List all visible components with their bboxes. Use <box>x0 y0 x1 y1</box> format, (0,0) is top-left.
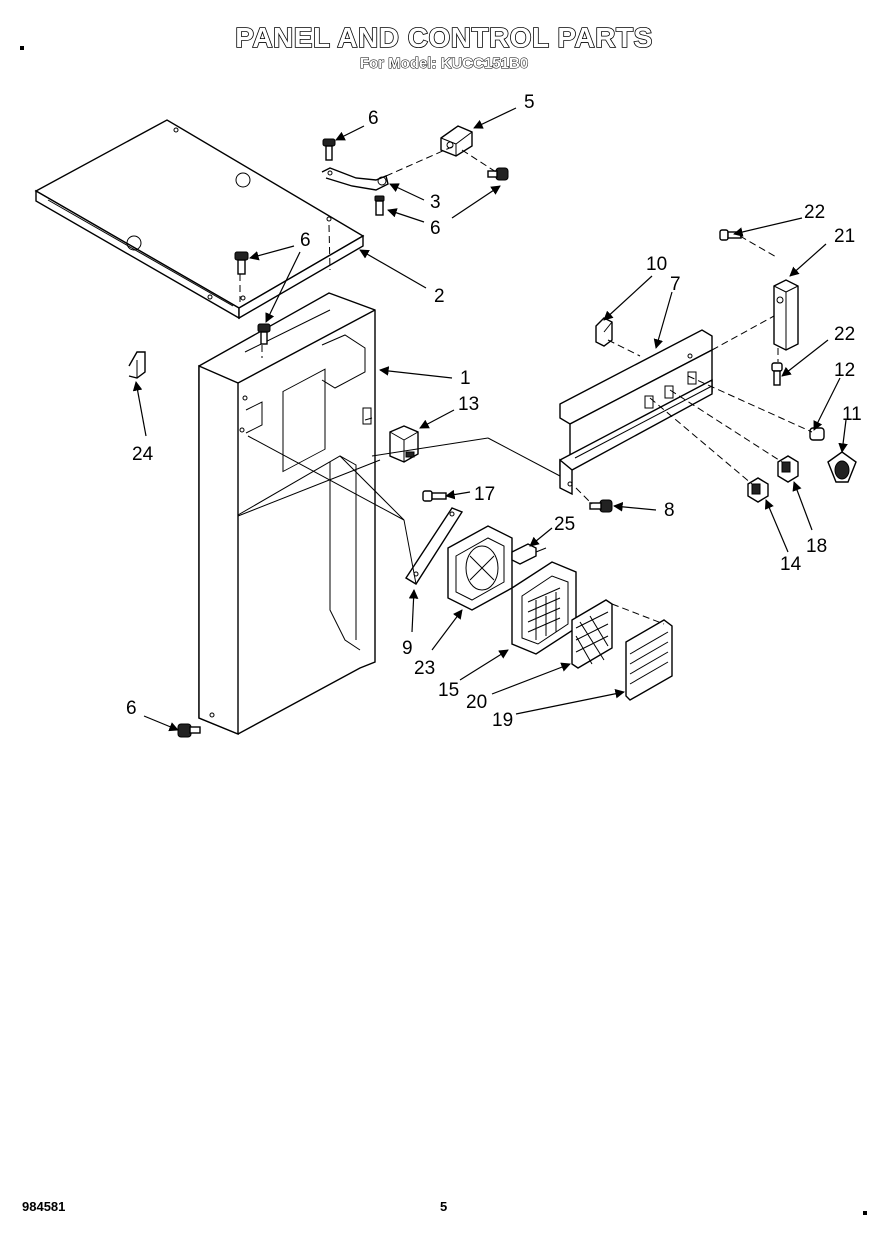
screw-part-22-top <box>719 229 742 241</box>
screw-part-17 <box>422 490 447 502</box>
screw-under-bracket <box>374 195 385 216</box>
callout-9: 9 <box>402 638 413 659</box>
screw-top-panel-left <box>234 251 249 275</box>
part-fan <box>447 525 513 611</box>
callout-19: 19 <box>492 710 513 731</box>
callout-14: 14 <box>780 554 802 575</box>
callout-3: 3 <box>430 192 441 213</box>
part-housing-clip <box>595 317 613 347</box>
screw-frame-bottom <box>177 723 201 738</box>
part-display-housing <box>511 561 577 655</box>
callout-17: 17 <box>474 484 495 505</box>
part-switch <box>389 425 419 463</box>
callout-6: 6 <box>300 230 311 251</box>
page-title: PANEL AND CONTROL PARTS <box>234 21 653 54</box>
callout-15: 15 <box>438 680 459 701</box>
part-top-panel <box>34 119 365 320</box>
part-connector <box>511 543 547 565</box>
screw-right-of-block <box>487 167 509 181</box>
screw-frame-top <box>257 323 271 345</box>
callout-7: 7 <box>670 274 681 295</box>
callout-6: 6 <box>368 108 379 129</box>
callout-11: 11 <box>842 404 862 425</box>
callout-21: 21 <box>834 226 855 247</box>
screw-top <box>322 138 336 161</box>
corner-registration-mark-bottom-right <box>863 1211 867 1215</box>
callout-23: 23 <box>414 658 435 679</box>
part-right-bracket <box>773 279 799 351</box>
part-control-panel-frame <box>198 292 376 736</box>
part-bracket <box>321 167 389 191</box>
callout-22: 22 <box>804 202 825 223</box>
callout-1: 1 <box>460 368 471 389</box>
part-button-14 <box>747 477 769 503</box>
callout-8: 8 <box>664 500 675 521</box>
leader-lines <box>132 107 848 732</box>
screw-part-8 <box>589 499 613 513</box>
callout-22: 22 <box>834 324 855 345</box>
callout-24: 24 <box>132 444 154 465</box>
part-strip <box>405 507 464 585</box>
part-control-housing <box>559 329 713 496</box>
callout-6: 6 <box>126 698 137 719</box>
part-filter <box>571 599 613 669</box>
part-knob-insert <box>809 427 825 441</box>
part-block <box>440 125 473 157</box>
callout-labels: 6 5 3 6 6 2 1 13 24 17 8 25 9 23 15 20 1… <box>126 92 862 731</box>
callout-6: 6 <box>430 218 441 239</box>
corner-registration-mark-top-left <box>20 46 24 50</box>
document-code: 984581 <box>22 1199 66 1214</box>
part-grille <box>625 619 673 701</box>
callout-18: 18 <box>806 536 827 557</box>
page-number: 5 <box>440 1199 448 1214</box>
callout-12: 12 <box>834 360 855 381</box>
alignment-lines <box>237 145 813 625</box>
callout-2: 2 <box>434 286 445 307</box>
callout-13: 13 <box>458 394 479 415</box>
callout-10: 10 <box>646 254 667 275</box>
screw-part-22-bottom <box>771 362 783 386</box>
part-knob <box>827 451 857 483</box>
callout-5: 5 <box>524 92 535 113</box>
part-button-18 <box>777 455 799 483</box>
part-clip <box>128 351 146 379</box>
model-subtitle: For Model: KUCC151B0 <box>359 55 529 73</box>
callout-25: 25 <box>554 514 575 535</box>
callout-20: 20 <box>466 692 487 713</box>
